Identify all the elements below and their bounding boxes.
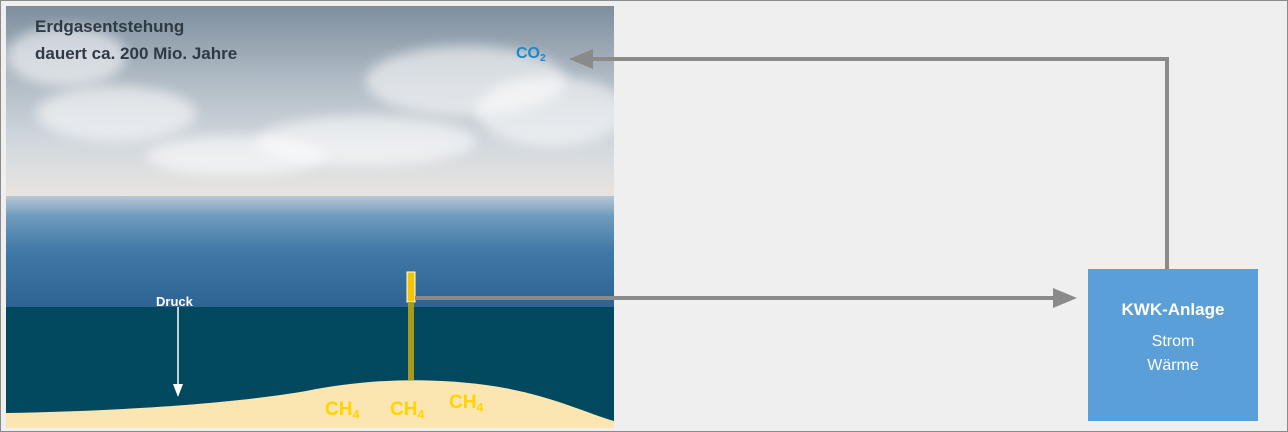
pressure-label: Druck [156,294,193,309]
sky [6,6,614,206]
chp-plant-title: KWK-Anlage [1121,300,1225,319]
co2-base: CO [516,45,540,62]
methane-label: CH4 [325,399,359,422]
chp-output-electricity: Strom [1151,333,1195,350]
methane-subscript: 4 [476,400,484,415]
chp-plant-box: KWK-Anlage Strom Wärme [1088,269,1258,421]
sand-layer [6,380,614,428]
cloud [146,136,326,176]
methane-subscript: 4 [352,407,360,422]
title-line-2: dauert ca. 200 Mio. Jahre [35,44,238,63]
co2-subscript: 2 [540,53,546,65]
methane-base: CH [449,392,477,413]
gas-flow-arrow-head [1053,288,1077,308]
ocean-scene: Erdgasentstehung dauert ca. 200 Mio. Jah… [6,6,614,428]
methane-base: CH [390,399,418,420]
cloud [36,86,196,141]
drill-pipe-top [406,271,416,303]
co2-return-arrow-head [569,49,593,69]
sea-surface [6,196,614,308]
methane-base: CH [325,399,353,420]
methane-label: CH4 [449,392,483,415]
pressure-arrow-head [173,384,183,397]
seabed [6,380,614,428]
title-line-1: Erdgasentstehung [35,17,185,36]
drill-pipe-shaft [408,302,414,380]
cloud [476,76,614,146]
co2-return-arrow-shaft [591,57,1169,269]
methane-subscript: 4 [417,407,425,422]
chp-output-heat: Wärme [1147,357,1199,374]
co2-label: CO2 [516,45,546,64]
cloud [6,26,126,86]
methane-label: CH4 [390,399,424,422]
